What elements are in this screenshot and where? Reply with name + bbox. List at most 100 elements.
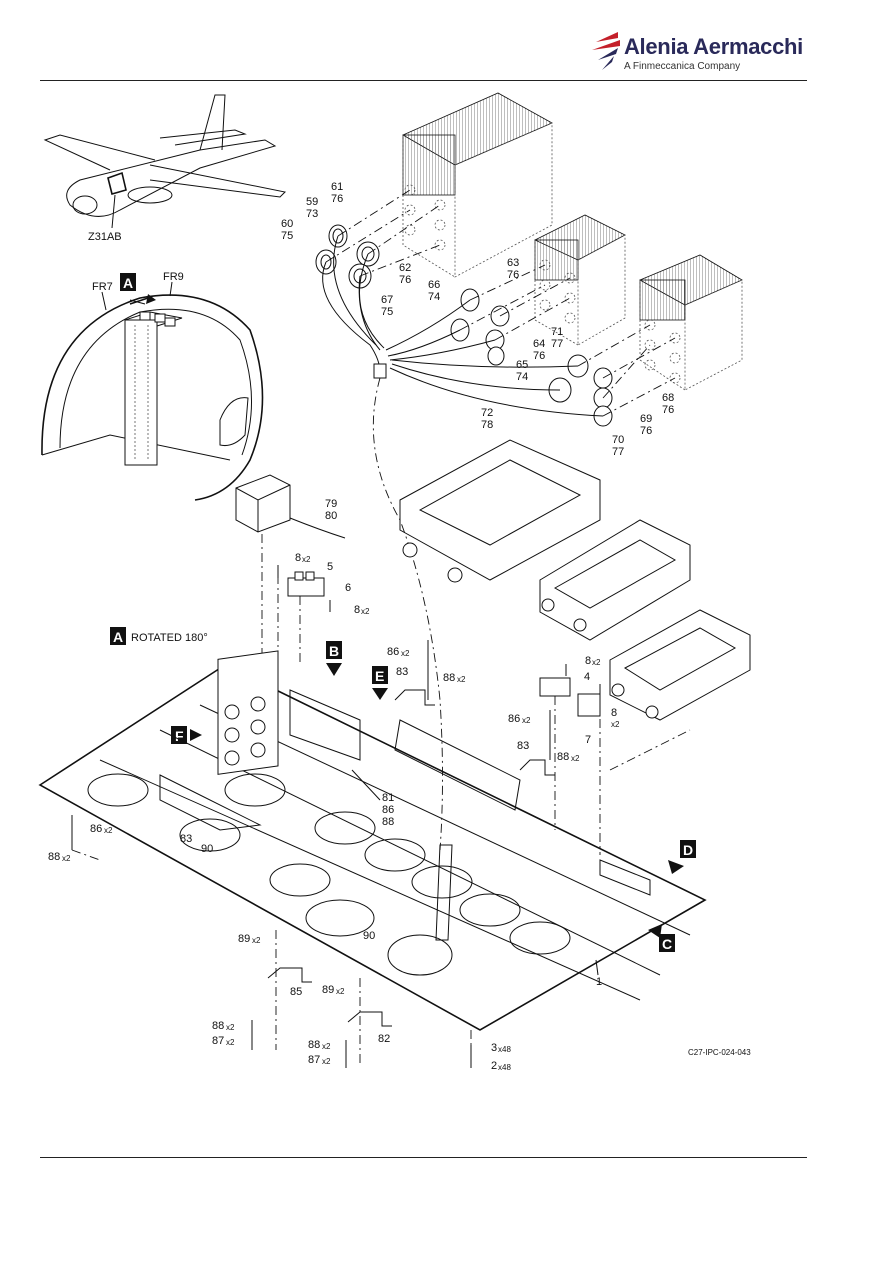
callout-65: 65	[516, 359, 528, 371]
terminal-block-5-6	[277, 571, 325, 665]
callout-88: 88	[443, 672, 455, 684]
svg-text:x48: x48	[498, 1045, 511, 1054]
callout-76: 76	[662, 404, 674, 416]
harness-connectors	[315, 189, 676, 427]
callout-86: 86	[382, 804, 394, 816]
bracket-83-upper	[394, 689, 435, 706]
terminal-block-4	[539, 677, 571, 830]
svg-text:x2: x2	[592, 658, 601, 667]
svg-text:x2: x2	[302, 555, 311, 564]
svg-text:A: A	[123, 275, 133, 291]
callout-90: 90	[363, 930, 375, 942]
callout-72: 72	[481, 407, 493, 419]
callout-87: 87	[212, 1035, 224, 1047]
callout-83: 83	[180, 833, 192, 845]
callout-59: 59	[306, 196, 318, 208]
bracket-83-mid	[519, 759, 555, 776]
callout-63: 63	[507, 257, 519, 269]
view-marker-a-rotated: A ROTATED 180°	[110, 627, 208, 645]
callout-88: 88	[48, 851, 60, 863]
view-marker-f: F	[171, 726, 202, 744]
bracket-85	[267, 930, 312, 1050]
brand-name: Alenia Aermacchi	[623, 34, 803, 59]
callout-76: 76	[507, 269, 519, 281]
svg-text:x2: x2	[361, 607, 370, 616]
callout-81: 81	[382, 792, 394, 804]
callout-60: 60	[281, 218, 293, 230]
equipment-box-3	[639, 254, 743, 391]
callout-7: 7	[585, 734, 591, 746]
callout-85: 85	[290, 986, 302, 998]
callout-87: 87	[308, 1054, 320, 1066]
svg-text:A: A	[113, 629, 123, 645]
view-marker-e: E	[372, 666, 388, 700]
callout-89: 89	[322, 984, 334, 996]
header-rule	[40, 80, 807, 81]
footer-rule	[40, 1157, 807, 1158]
brand-block: Alenia Aermacchi A Finmeccanica Company	[624, 34, 803, 72]
callout-86: 86	[90, 823, 102, 835]
callout-1: 1	[596, 976, 602, 988]
svg-text:E: E	[375, 668, 384, 684]
callout-88: 88	[212, 1020, 224, 1032]
mounting-tray-1	[399, 439, 601, 583]
frame-label-fr7: FR7	[92, 281, 113, 293]
view-marker-b: B	[326, 641, 342, 676]
svg-text:x2: x2	[571, 754, 580, 763]
callout-77: 77	[612, 446, 624, 458]
callout-90: 90	[201, 843, 213, 855]
frame-label-fr9: FR9	[163, 271, 184, 283]
callout-69: 69	[640, 413, 652, 425]
svg-text:x2: x2	[322, 1042, 331, 1051]
callout-2: 2	[491, 1060, 497, 1072]
svg-text:C: C	[662, 936, 672, 952]
callout-62: 62	[399, 262, 411, 274]
svg-text:x2: x2	[336, 987, 345, 996]
callout-8: 8	[354, 604, 360, 616]
brand-subtitle: A Finmeccanica Company	[623, 61, 741, 72]
svg-text:x2: x2	[226, 1038, 235, 1047]
callout-66: 66	[428, 279, 440, 291]
callout-75: 75	[381, 306, 393, 318]
svg-text:x2: x2	[522, 716, 531, 725]
svg-text:x48: x48	[498, 1063, 511, 1072]
svg-text:D: D	[683, 842, 693, 858]
callout-79: 79	[325, 498, 337, 510]
view-marker-a-top: A	[120, 273, 136, 291]
equipment-box-1	[402, 92, 553, 278]
callout-88: 88	[557, 751, 569, 763]
equipment-box-2	[534, 214, 626, 346]
svg-text:F: F	[175, 728, 184, 744]
callout-70: 70	[612, 434, 624, 446]
callout-76: 76	[399, 274, 411, 286]
callout-82: 82	[378, 1033, 390, 1045]
callout-71: 71	[551, 326, 563, 338]
callout-5: 5	[327, 561, 333, 573]
callout-67: 67	[381, 294, 393, 306]
view-marker-c: C	[648, 924, 675, 952]
callout-61: 61	[331, 181, 343, 193]
callout-86: 86	[387, 646, 399, 658]
callout-68: 68	[662, 392, 674, 404]
callout-78: 78	[481, 419, 493, 431]
view-note: ROTATED 180°	[131, 632, 208, 644]
mounting-tray-2	[539, 519, 691, 641]
mounting-tray-3	[609, 609, 751, 721]
callout-73: 73	[306, 208, 318, 220]
callout-80: 80	[325, 510, 337, 522]
callout-74: 74	[428, 291, 440, 303]
brand-logo-icon	[592, 32, 620, 70]
callout-88: 88	[382, 816, 394, 828]
zone-label: Z31AB	[88, 231, 122, 243]
callout-74: 74	[516, 371, 528, 383]
svg-text:x2: x2	[611, 720, 620, 729]
view-marker-d: D	[668, 840, 696, 874]
callout-8: 8	[611, 707, 617, 719]
callout-89: 89	[238, 933, 250, 945]
fuselage-section-view: FR7 FR9	[41, 271, 264, 501]
callout-75: 75	[281, 230, 293, 242]
aircraft-locator-icon: Z31AB	[43, 94, 287, 243]
callout-76: 76	[533, 350, 545, 362]
callout-76: 76	[331, 193, 343, 205]
callout-83: 83	[396, 666, 408, 678]
